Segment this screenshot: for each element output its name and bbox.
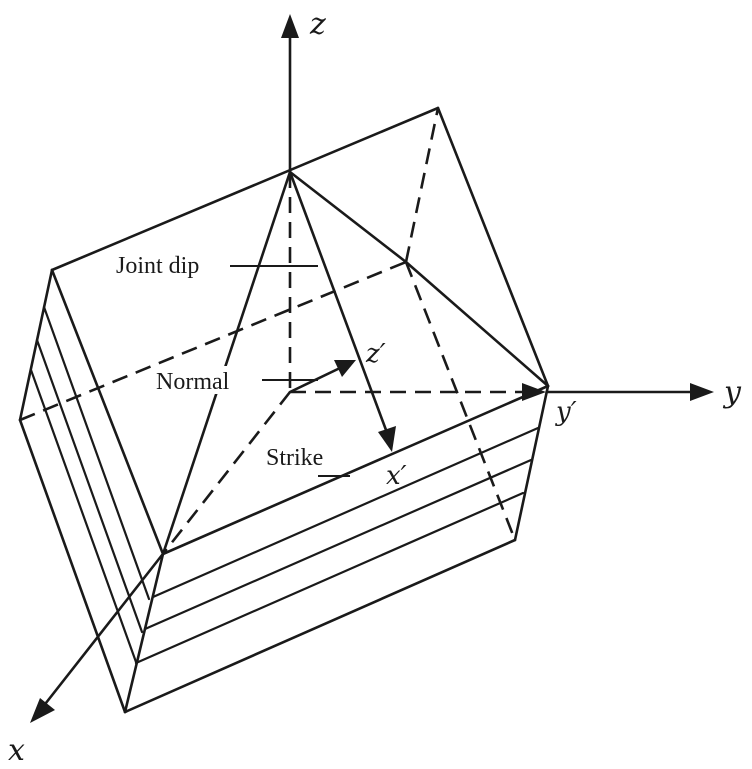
axis-x-label: x: [8, 733, 25, 768]
axis-z-arrowhead: [281, 14, 299, 38]
strike-label: Strike: [266, 445, 323, 471]
layer-lines-front-face: [134, 426, 540, 665]
axis-y-prime: [522, 383, 546, 401]
block-edge-front-vertical: [123, 552, 165, 714]
axis-x-prime: [288, 170, 396, 452]
axis-x: [30, 548, 168, 723]
joint-dip-label: Joint dip: [116, 253, 199, 279]
top-face-edge-back-right: [436, 106, 550, 388]
dip-plane-lines: [161, 170, 550, 556]
block-edge-right-vertical: [513, 384, 550, 542]
block-edge-left-vertical: [18, 268, 54, 422]
layer-line-front-3: [134, 491, 525, 665]
axis-y-prime-label: y′: [555, 397, 577, 427]
joint-dip-label-bg: [114, 250, 230, 278]
layer-line-front-2: [143, 458, 533, 631]
axis-z-prime: [288, 360, 356, 394]
top-face-edge-front-right: [161, 384, 550, 556]
strike-label-bg: [262, 442, 344, 470]
top-face-edge-front-left: [50, 268, 165, 556]
axis-y-prime-arrowhead: [522, 383, 546, 401]
layer-line-left-3: [42, 305, 151, 601]
block-edge-bottom-front: [123, 538, 517, 714]
axis-x-prime-label: x′: [386, 461, 407, 491]
layer-line-front-1: [151, 426, 540, 599]
layer-lines-left-face: [29, 305, 151, 664]
axis-x-arrowhead: [30, 698, 55, 723]
apex-to-front-corner: [161, 170, 292, 556]
axis-y-label: y: [722, 375, 742, 410]
layer-line-left-2: [35, 338, 144, 634]
axis-z-label: z: [309, 7, 326, 42]
normal-label: Normal: [156, 369, 230, 395]
normal-label-bg: [152, 366, 262, 394]
apex-to-right-corner: [288, 170, 408, 264]
hidden-edge-back-diagonal: [19, 260, 407, 422]
hidden-edges: [19, 107, 536, 551]
hinge-to-right-corner: [404, 260, 550, 388]
axis-y-arrowhead: [690, 383, 714, 401]
axis-z-prime-arrowhead: [334, 360, 356, 377]
block-outline: [18, 106, 550, 714]
axis-x-prime-arrowhead: [378, 426, 396, 452]
hidden-edge-back-top: [404, 107, 440, 263]
axis-z: [281, 14, 299, 174]
layer-line-left-1: [29, 368, 138, 664]
axis-y: [546, 383, 714, 401]
block-edge-left-bottom: [18, 418, 127, 714]
axis-z-prime-label: z′: [365, 339, 386, 369]
axis-x-prime-line: [288, 170, 388, 432]
hidden-x-axis-segment: [164, 391, 292, 551]
axis-x-line: [40, 548, 168, 710]
hidden-edge-back-down: [404, 261, 517, 541]
top-face-edge-back-left: [50, 106, 440, 272]
